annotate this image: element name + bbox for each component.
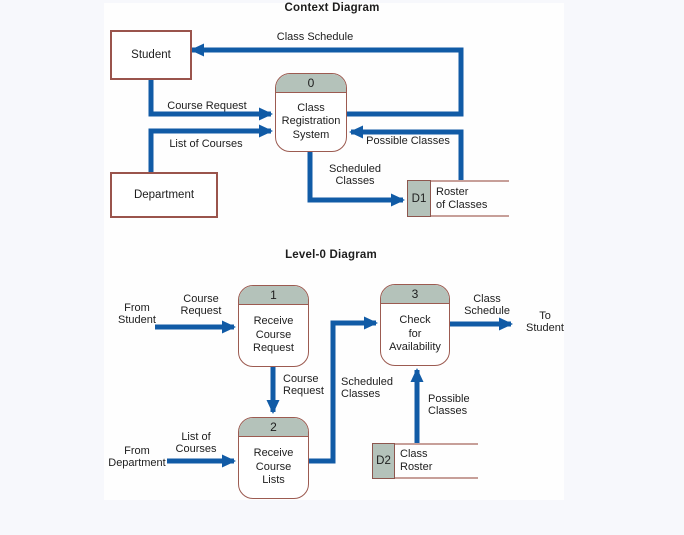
- process-3-header: 3: [381, 285, 449, 304]
- datastore-d1-id: D1: [411, 192, 427, 205]
- entity-student-label: Student: [131, 49, 171, 61]
- label-l0-scheduled-classes: Scheduled Classes: [341, 376, 393, 400]
- process-1-name: Receive Course Request: [253, 315, 294, 355]
- label-l0-course-request-mid: Course Request: [283, 373, 324, 397]
- process-3-name: Check for Availability: [389, 314, 441, 354]
- level0-diagram-title: Level-0 Diagram: [285, 249, 377, 261]
- context-diagram-title: Context Diagram: [284, 2, 380, 14]
- process-2-header: 2: [239, 418, 308, 437]
- process-1: 1 Receive Course Request: [238, 285, 309, 367]
- datastore-d1-body: Roster of Classes: [431, 180, 509, 217]
- process-0-header: 0: [276, 74, 346, 93]
- process-0: 0 Class Registration System: [275, 73, 347, 152]
- label-l0-to-student: To Student: [526, 310, 564, 334]
- datastore-d1-square: D1: [407, 180, 431, 217]
- entity-student: Student: [110, 30, 192, 80]
- label-l0-list-of-courses: List of Courses: [175, 431, 217, 455]
- process-2-number: 2: [270, 420, 277, 434]
- label-l0-from-student: From Student: [118, 302, 156, 326]
- label-ctx-class-schedule: Class Schedule: [276, 31, 354, 43]
- process-1-number: 1: [270, 288, 277, 302]
- label-l0-class-schedule: Class Schedule: [464, 293, 510, 317]
- entity-department: Department: [110, 172, 218, 218]
- label-l0-possible-classes: Possible Classes: [428, 393, 470, 417]
- datastore-d2-name: Class Roster: [400, 448, 433, 473]
- label-l0-from-department: From Department: [108, 445, 166, 469]
- datastore-d2-body: Class Roster: [395, 443, 478, 479]
- label-ctx-possible-classes: Possible Classes: [366, 135, 450, 147]
- process-2-name: Receive Course Lists: [253, 447, 294, 487]
- label-ctx-course-request: Course Request: [167, 100, 247, 112]
- process-0-name: Class Registration System: [281, 101, 341, 141]
- label-ctx-list-of-courses: List of Courses: [169, 138, 243, 150]
- process-2: 2 Receive Course Lists: [238, 417, 309, 499]
- process-1-header: 1: [239, 286, 308, 305]
- entity-department-label: Department: [133, 189, 195, 201]
- datastore-d1-name: Roster of Classes: [436, 185, 488, 211]
- process-3-number: 3: [411, 287, 419, 301]
- datastore-d2-id: D2: [376, 455, 391, 467]
- label-l0-course-request-in: Course Request: [180, 293, 222, 317]
- label-ctx-scheduled-classes: Scheduled Classes: [329, 163, 381, 187]
- datastore-d2-square: D2: [372, 443, 395, 479]
- process-0-number: 0: [307, 76, 315, 90]
- process-3: 3 Check for Availability: [380, 284, 450, 366]
